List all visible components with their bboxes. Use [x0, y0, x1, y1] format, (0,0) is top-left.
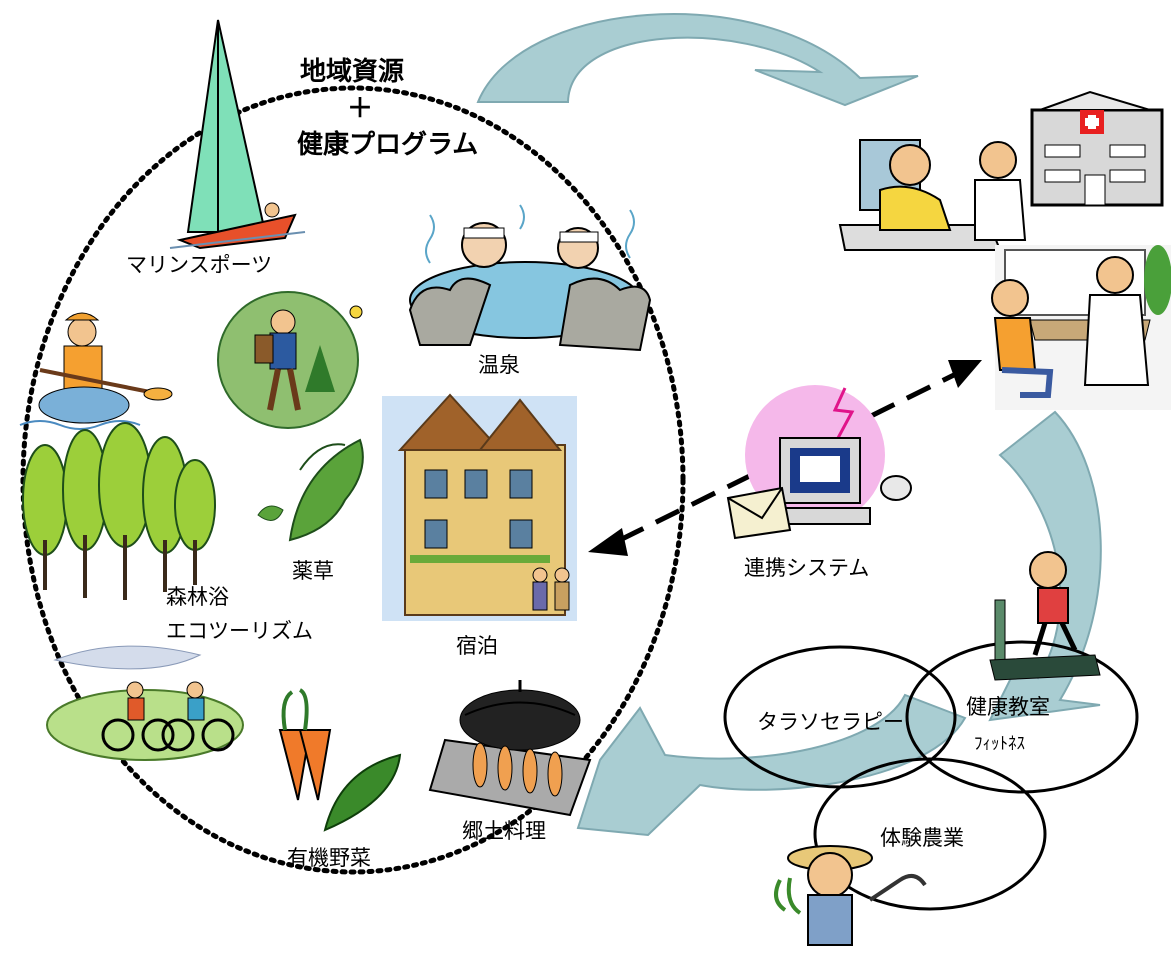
flow-arrow-top — [476, 13, 919, 107]
vegetables-icon — [278, 688, 402, 832]
arrowhead-right — [948, 360, 982, 388]
center-title-line2: 健康プログラム — [297, 130, 479, 160]
hiker-icon — [217, 291, 363, 429]
center-title-line1: 地域資源 — [300, 57, 405, 87]
resource-ellipse — [20, 85, 686, 875]
hospital-icon — [1030, 90, 1164, 207]
computer-icon — [726, 385, 912, 540]
label-ecotourism: エコツーリズム — [166, 619, 313, 643]
circle-farm — [813, 757, 1047, 911]
label-thalasso: タラソセラピー — [757, 710, 904, 734]
label-lodging: 宿泊 — [456, 634, 498, 658]
cyclists-icon — [46, 645, 244, 761]
label-health-class: 健康教室 — [966, 695, 1050, 719]
link-arrow — [588, 360, 982, 556]
label-farm-experience: 体験農業 — [880, 826, 964, 850]
hotpot-icon — [428, 680, 592, 817]
label-local-cuisine: 郷土料理 — [462, 819, 546, 843]
circle-health-class — [905, 640, 1139, 794]
kayak-icon — [19, 312, 173, 430]
label-link-system: 連携システム — [744, 556, 870, 580]
label-onsen: 温泉 — [478, 353, 520, 377]
farmer-icon — [774, 845, 927, 946]
label-forest-bath: 森林浴 — [166, 585, 229, 609]
nurse-icon — [838, 139, 1027, 251]
herb-icon — [257, 438, 364, 542]
doctor-icon — [991, 245, 1171, 410]
label-organic-vegetables: 有機野菜 — [287, 846, 371, 870]
arrowhead-left — [588, 528, 628, 556]
forest-icon — [22, 422, 216, 600]
sailboat-icon — [169, 19, 306, 250]
label-marine-sports: マリンスポーツ — [126, 253, 273, 277]
hotel-icon — [382, 393, 577, 621]
label-fitness: ﾌｨｯﾄﾈｽ — [974, 734, 1025, 754]
flow-arrow-bottom — [576, 693, 967, 837]
label-herbs: 薬草 — [292, 559, 334, 583]
onsen-icon — [408, 204, 652, 352]
runner-icon — [989, 551, 1101, 681]
center-title-plus: ＋ — [347, 94, 374, 124]
